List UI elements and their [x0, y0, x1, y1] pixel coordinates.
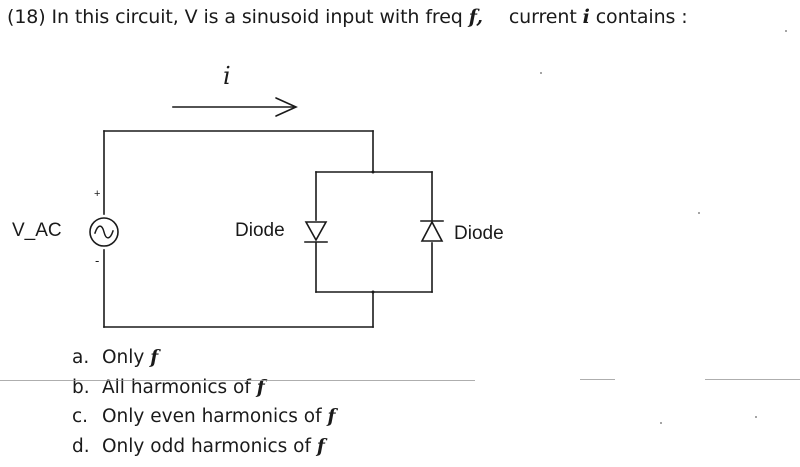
ac-source-symbol: [89, 217, 119, 247]
option-a[interactable]: a. Only f: [72, 343, 336, 373]
scan-artifact-line: [0, 380, 475, 381]
option-b[interactable]: b. All harmonics of f: [72, 373, 336, 403]
answer-options: a. Only f b. All harmonics of f c. Only eve…: [72, 343, 336, 461]
option-letter: a.: [72, 347, 90, 368]
scan-artifact-line: [705, 379, 800, 380]
source-minus-sign: -: [95, 253, 100, 268]
source-label: V_AC: [12, 220, 62, 241]
option-var: f: [316, 435, 325, 457]
junction-dot: [371, 170, 375, 174]
option-text: Only odd harmonics of: [102, 435, 312, 457]
question-middle: current: [508, 6, 577, 28]
scan-speck: [698, 212, 700, 214]
option-d[interactable]: d. Only odd harmonics of f: [72, 432, 336, 462]
option-text: Only: [102, 347, 145, 368]
scan-speck: [755, 416, 757, 418]
question-current-var: i: [582, 6, 590, 28]
diode-right-symbol: [420, 220, 444, 242]
current-arrow: [172, 97, 298, 117]
option-var: f: [327, 406, 336, 427]
wire-parallel: [315, 171, 433, 293]
question-text: (18) In this circuit, V is a sinusoid in…: [7, 6, 688, 28]
option-letter: c.: [72, 406, 89, 427]
current-label: i: [223, 62, 231, 90]
source-plus-sign: +: [94, 188, 101, 200]
diode-right-label: Diode: [454, 223, 504, 244]
scan-artifact-line: [580, 379, 615, 380]
diode-left-label: Diode: [235, 220, 285, 241]
scan-speck: [540, 72, 542, 74]
question-suffix: contains :: [595, 6, 688, 28]
option-text: All harmonics of: [102, 376, 251, 398]
scan-speck: [785, 30, 787, 32]
option-letter: d.: [72, 435, 90, 457]
option-text: Only even harmonics of: [102, 406, 322, 427]
option-letter: b.: [72, 376, 90, 398]
option-c[interactable]: c. Only even harmonics of f: [72, 402, 336, 432]
junction-dot: [371, 290, 375, 294]
scan-speck: [660, 422, 662, 424]
option-var: f: [256, 376, 265, 398]
diode-left-symbol: [304, 221, 328, 243]
question-prefix: (18) In this circuit, V is a sinusoid in…: [7, 6, 463, 28]
option-var: f: [150, 347, 159, 368]
question-freq-var: f,: [468, 6, 483, 28]
wire-loop: [103, 130, 374, 328]
